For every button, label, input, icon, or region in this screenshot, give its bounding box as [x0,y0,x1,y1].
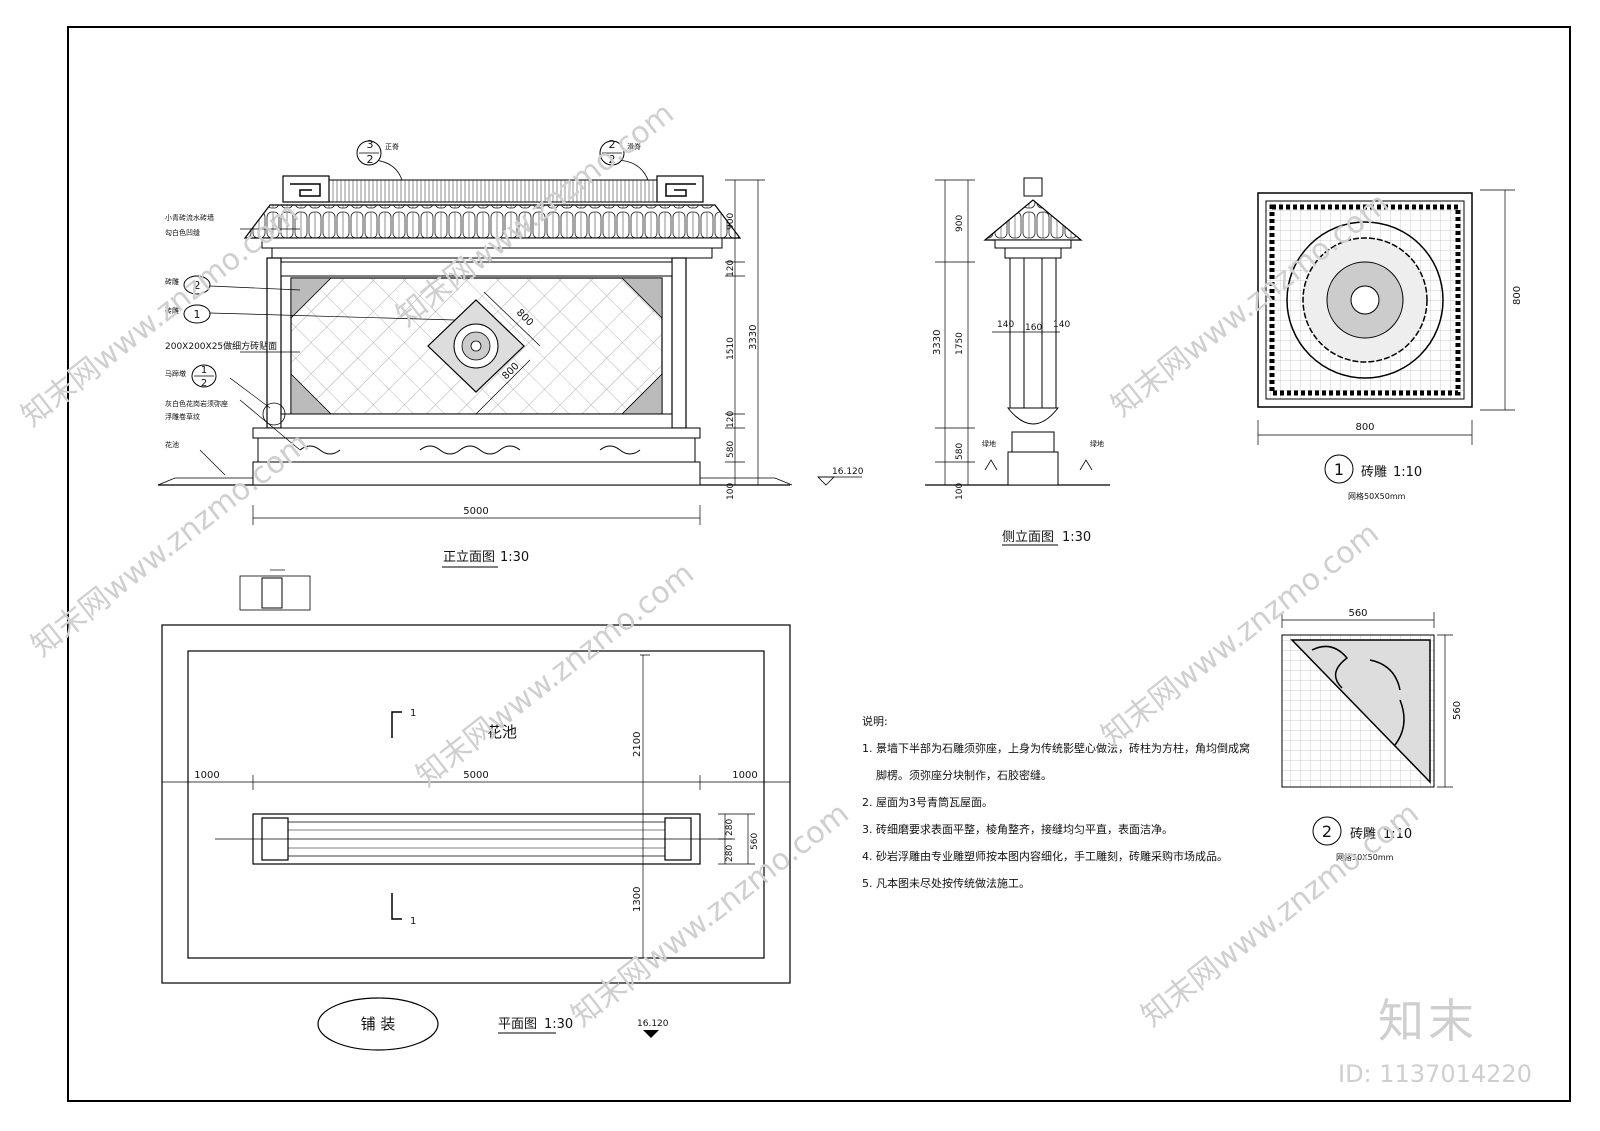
svg-text:1:30: 1:30 [544,1017,573,1032]
svg-text:2: 2 [194,279,201,292]
svg-text:1: 1 [410,916,416,927]
label-planter: 花池 [165,440,179,449]
svg-text:1750: 1750 [955,332,965,355]
label-brick1: 砖雕 [165,306,179,315]
svg-text:800: 800 [1512,286,1523,305]
svg-text:网格50X50mm: 网格50X50mm [1348,491,1406,501]
svg-text:网格50X50mm: 网格50X50mm [1336,852,1394,862]
svg-text:2: 2 [201,378,207,389]
sumeru-base [257,437,696,463]
svg-text:1: 1 [1334,460,1344,479]
svg-text:560: 560 [750,833,760,850]
svg-text:160: 160 [1025,323,1042,333]
pillar-right [671,257,687,429]
roof-ridge [282,179,704,203]
svg-text:3330: 3330 [748,325,759,350]
paving-outline [161,624,791,984]
svg-text:560: 560 [1348,608,1367,619]
roof-tiles [243,204,742,239]
detail2-title: 砖雕 [1350,827,1376,842]
note-item: 1. 景墙下半部为石雕须弥座，上身为传统影壁心做法，砖柱为方柱，角均倒成窝 [862,742,1250,755]
svg-text:5000: 5000 [463,506,488,517]
svg-text:280: 280 [725,845,735,862]
svg-text:2100: 2100 [632,732,643,757]
svg-text:1300: 1300 [632,887,643,912]
planter-outline [187,650,765,959]
image-id-watermark: ID: 1137014220 [1338,1060,1532,1088]
svg-text:勾白色凹缝: 勾白色凹缝 [165,228,200,237]
paving-label: 铺 装 [361,1015,396,1033]
svg-text:3330: 3330 [932,330,943,355]
label-brick2: 砖雕 [165,277,179,286]
svg-text:100: 100 [726,483,736,500]
svg-text:1:10: 1:10 [1393,465,1422,480]
planter-label: 花池 [487,723,517,741]
plan-title: 平面图 [498,1017,537,1032]
svg-text:120: 120 [726,411,736,428]
front-elevation [157,140,862,568]
label-base: 灰白色花岗岩须弥座 [165,399,228,408]
svg-text:900: 900 [955,215,965,232]
svg-text:1:30: 1:30 [500,550,529,565]
svg-text:1:10: 1:10 [1383,827,1412,842]
svg-text:滑脊: 滑脊 [627,142,641,151]
note-item: 3. 砖细磨要求表面平整，棱角整齐，接缝均匀平直，表面洁净。 [862,823,1173,836]
label-tile: 200X200X25做细方砖贴面 [165,340,277,352]
svg-text:560: 560 [1452,701,1463,720]
general-notes: 说明: 1. 景墙下半部为石雕须弥座，上身为传统影壁心做法，砖柱为方柱，角均倒成… [862,708,1250,897]
svg-text:16.120: 16.120 [832,467,864,477]
svg-text:2: 2 [609,138,616,151]
notes-heading: 说明: [862,715,888,728]
svg-text:5000: 5000 [463,770,488,781]
svg-text:580: 580 [955,443,965,460]
ridge-ornament-right [656,175,704,203]
callout-num: 3 [367,138,374,151]
label-horse: 马蹄墩 [165,369,186,378]
side-elevation [925,177,1110,546]
svg-text:1: 1 [201,365,207,376]
svg-text:浮雕卷草纹: 浮雕卷草纹 [165,412,200,421]
plan-view [161,569,791,1051]
note-item: 2. 屋面为3号青筒瓦屋面。 [862,796,993,809]
svg-text:2: 2 [609,153,616,166]
svg-text:140: 140 [1053,320,1070,330]
svg-text:1510: 1510 [726,337,736,360]
svg-text:800: 800 [1355,422,1374,433]
svg-text:16.120: 16.120 [637,1019,669,1029]
svg-text:580: 580 [726,441,736,458]
svg-text:900: 900 [726,213,736,230]
svg-text:绿地: 绿地 [982,439,996,448]
front-elevation-title: 正立面图 [443,550,495,565]
sheet-border [67,26,1571,1102]
side-column [1009,257,1025,409]
svg-text:280: 280 [725,819,735,836]
note-item: 5. 凡本图未尽处按传统做法施工。 [862,877,1030,890]
ridge-ornament-left [282,175,330,203]
svg-text:2: 2 [1322,822,1332,841]
svg-text:绿地: 绿地 [1090,439,1104,448]
side-roof [983,199,1083,241]
svg-text:2: 2 [367,153,374,166]
detail1-title: 砖雕 [1361,465,1387,480]
svg-text:1: 1 [410,708,416,719]
callout-label: 正脊 [385,142,399,151]
note-item: 4. 砂岩浮雕由专业雕塑师按本图内容细化，手工雕刻，砖雕采购市场成品。 [862,850,1228,863]
svg-text:1:30: 1:30 [1062,530,1091,545]
note-item: 脚楞。须弥座分块制作，石胶密缝。 [876,769,1052,782]
svg-text:1000: 1000 [732,770,757,781]
svg-text:140: 140 [997,320,1014,330]
side-elevation-title: 侧立面图 [1002,530,1054,545]
svg-text:1: 1 [194,308,201,321]
svg-text:100: 100 [955,483,965,500]
label-roof: 小青砖流水砖墙 [165,213,214,222]
brand-watermark: 知末 [1378,994,1478,1048]
detail-2-corner-carving [1281,612,1453,846]
svg-text:120: 120 [726,260,736,277]
detail-1-brick-carving [1257,189,1515,484]
svg-text:1000: 1000 [194,770,219,781]
corner-carving [290,277,332,319]
